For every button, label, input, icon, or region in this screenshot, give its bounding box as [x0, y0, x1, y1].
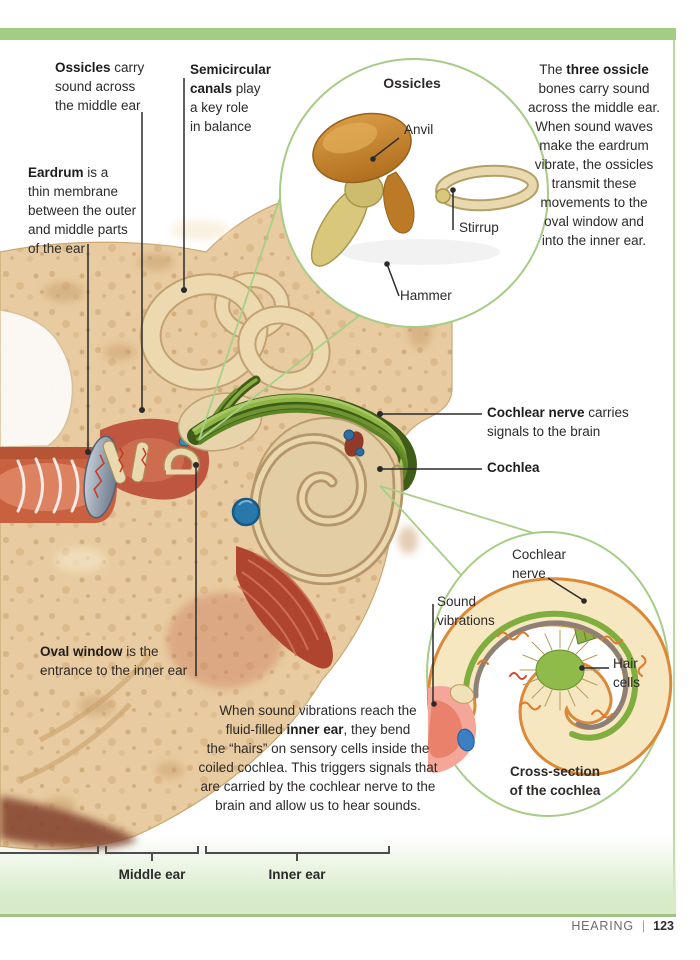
stirrup-bone	[435, 164, 539, 212]
inner-ear-rest: , they bend the “hairs” on sensory cells…	[198, 722, 438, 813]
inset-cochlear-nerve-label: Cochlear nerve	[512, 547, 567, 581]
sound-wave-arcs	[16, 457, 80, 514]
ossicle-chain	[102, 433, 201, 484]
ossicle-bones-lead: The	[539, 62, 567, 77]
main-leader-lines	[85, 78, 482, 676]
inset-oval-window-structures	[428, 684, 477, 773]
hair-cell-lines	[519, 629, 601, 711]
cochlear-nerve-text: carries signals to the brain	[487, 405, 629, 439]
cochlear-nerve-label: Cochlear nerve carries signals to the br…	[487, 403, 647, 441]
inset-hair-cells-label: Hair cells	[613, 656, 641, 690]
ossicles-label-term: Ossicles	[55, 60, 111, 75]
inner-ear-bracket-label: Inner ear	[268, 867, 326, 882]
right-green-border	[673, 40, 675, 917]
semicircular-canals-term: Semicircular canals	[190, 62, 272, 96]
round-window	[231, 497, 261, 527]
eardrum-label: Eardrum is a thin membrane between the o…	[28, 163, 178, 258]
top-green-band	[0, 28, 676, 40]
cochlea-inset-circle	[426, 531, 673, 817]
footer-page-number: 123	[653, 919, 674, 933]
ossicles-inset-circle	[279, 58, 549, 328]
middle-ear-bracket-label: Middle ear	[118, 867, 186, 882]
anvil-bone	[312, 112, 415, 234]
eardrum-term: Eardrum	[28, 165, 84, 180]
page-footer: HEARING | 123	[571, 919, 674, 933]
cochlea-spiral	[249, 417, 404, 586]
bottom-green-band	[0, 835, 676, 917]
ossicle-bones-term: three ossicle	[566, 62, 649, 77]
cross-section-caption: Cross-section of the cochlea	[509, 764, 601, 798]
oval-window-label: Oval window is the entrance to the inner…	[40, 642, 210, 680]
footer-separator: |	[641, 919, 646, 933]
hammer-label: Hammer	[400, 288, 452, 303]
cochlear-nerve-term: Cochlear nerve	[487, 405, 585, 420]
footer-section-title: HEARING	[571, 919, 634, 933]
inset-top-leader-lines	[370, 137, 456, 297]
ossicles-label-text: carry sound across the middle ear	[55, 60, 145, 113]
semicircular-canals-label: Semicircular canals play a key role in b…	[190, 60, 290, 136]
inset-ossicles-title: Ossicles	[383, 75, 441, 91]
anvil-label: Anvil	[404, 122, 434, 137]
ossicle-bones-paragraph: The three ossicle bones carry sound acro…	[494, 60, 694, 250]
ear-region-brackets	[0, 846, 390, 861]
cochlea-term: Cochlea	[487, 460, 540, 475]
inner-ear-lead: When sound vibrations reach the fluid-fi…	[219, 703, 417, 737]
cochlea-label: Cochlea	[487, 458, 540, 477]
sound-vibration-squiggles	[477, 631, 647, 719]
inner-ear-term: inner ear	[286, 722, 344, 737]
ossicle-bones-rest: bones carry sound across the middle ear.…	[527, 81, 661, 248]
temporal-bone	[0, 189, 453, 851]
cochlea-cross-section	[427, 577, 673, 776]
ossicles-label: Ossicles carry sound across the middle e…	[55, 58, 175, 115]
semicircular-canals-text: play a key role in balance	[190, 81, 261, 134]
inset-sound-vibrations-label: Sound vibrations	[437, 594, 495, 628]
inset-bottom-leader-lines	[431, 577, 609, 707]
outer-ear-opening	[0, 309, 74, 448]
inner-ear-paragraph: When sound vibrations reach the fluid-fi…	[182, 701, 454, 815]
stirrup-label: Stirrup	[459, 220, 499, 235]
eardrum-text: is a thin membrane between the outer and…	[28, 165, 137, 256]
oval-window-term: Oval window	[40, 644, 123, 659]
cochlear-nerve-bundle	[187, 375, 417, 491]
oval-window-text: is the entrance to the inner ear	[40, 644, 188, 678]
